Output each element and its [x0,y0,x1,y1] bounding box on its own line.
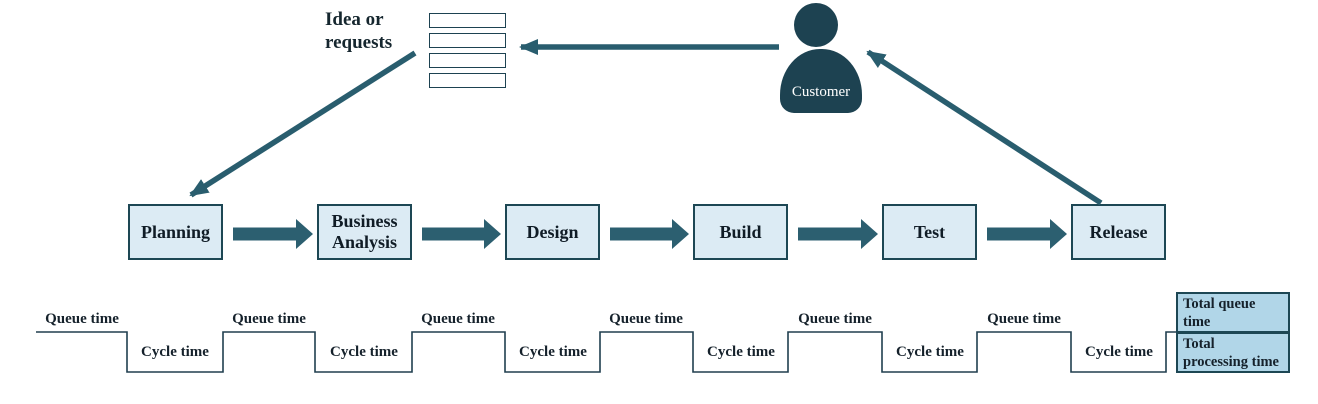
queue-time-label: Queue time [609,311,683,327]
process-arrow [987,219,1067,249]
cycle-time-label: Cycle time [1085,344,1153,360]
idea-requests-label: Idea or requests [325,9,393,53]
request-item [429,33,506,48]
cycle-time-label: Cycle time [896,344,964,360]
customer-icon [794,3,838,47]
request-item [429,73,506,88]
process-arrow [233,219,313,249]
process-box-business-analysis: Business Analysis [317,204,412,260]
process-arrow [798,219,878,249]
process-box-release: Release [1071,204,1166,260]
process-box-planning: Planning [128,204,223,260]
total-queue-time-box: Total queue time [1176,292,1290,333]
customer-icon-body: Customer [780,49,862,113]
request-item [429,13,506,28]
queue-time-label: Queue time [232,311,306,327]
cycle-time-label: Cycle time [707,344,775,360]
arrow-release-to-customer [866,49,1103,206]
cycle-time-label: Cycle time [330,344,398,360]
queue-time-label: Queue time [987,311,1061,327]
process-box-test: Test [882,204,977,260]
queue-time-label: Queue time [798,311,872,327]
process-box-design: Design [505,204,600,260]
queue-time-label: Queue time [45,311,119,327]
arrow-requests-to-planning [189,50,417,198]
queue-time-label: Queue time [421,311,495,327]
process-box-build: Build [693,204,788,260]
process-arrow [422,219,501,249]
process-arrow [610,219,689,249]
total-processing-time-box: Total processing time [1176,332,1290,373]
customer-label: Customer [791,84,851,100]
cycle-time-label: Cycle time [141,344,209,360]
cycle-time-label: Cycle time [519,344,587,360]
request-item [429,53,506,68]
